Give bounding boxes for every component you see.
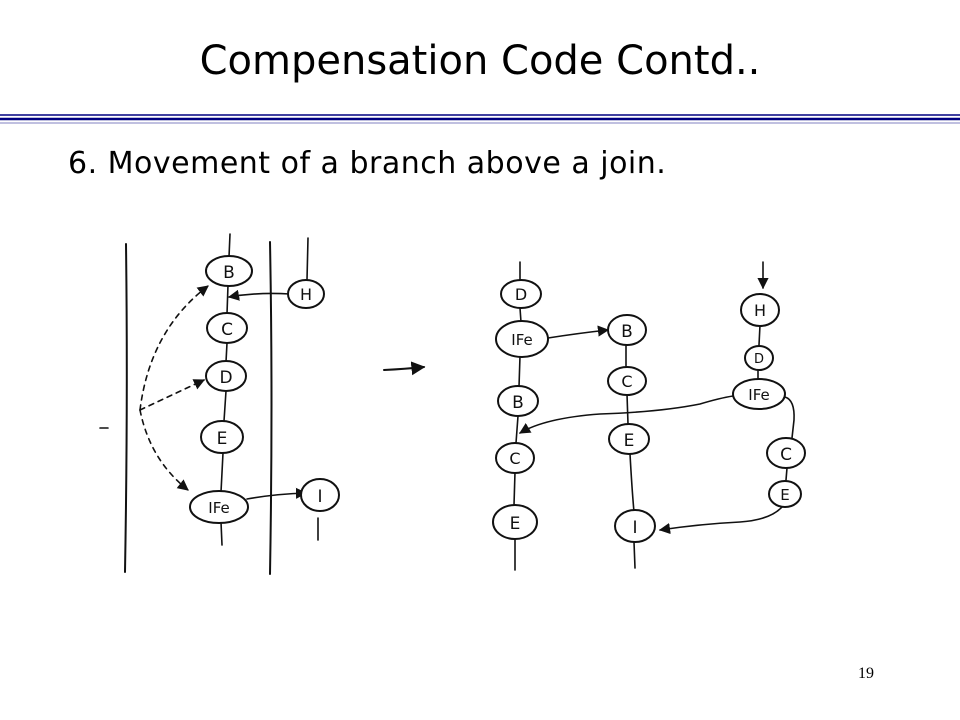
svg-text:E: E [780, 486, 789, 504]
middle-boundary-line [269, 241, 273, 575]
svg-text:C: C [621, 372, 632, 391]
edge-ife-i [246, 487, 308, 500]
node-b-copy: B [607, 314, 647, 346]
svg-text:B: B [223, 263, 235, 283]
node-c-2: C [766, 437, 806, 469]
node-ife-2: IFe [732, 378, 786, 410]
svg-text:H: H [300, 285, 312, 304]
node-ife: IFe [189, 490, 249, 524]
svg-text:I: I [632, 518, 637, 538]
svg-text:D: D [219, 368, 232, 388]
svg-text:H: H [754, 301, 766, 320]
edge-e2-i [658, 506, 783, 535]
node-d: D [205, 360, 247, 392]
edge-h-join [227, 289, 291, 301]
edge-ife2-join [519, 395, 734, 434]
node-h: H [287, 279, 325, 309]
left-boundary-line [124, 243, 128, 573]
node-i: I [614, 509, 656, 543]
node-b: B [205, 255, 253, 287]
page-number: 19 [858, 665, 874, 682]
node-e-copy: E [608, 423, 650, 455]
node-e-2: E [768, 480, 802, 508]
movement-arrow-to-b [139, 285, 209, 411]
edge-i-out [633, 541, 636, 569]
svg-text:C: C [509, 449, 520, 468]
edge-d-ife [519, 307, 522, 323]
right-diagram: D IFe B C E B C E [492, 261, 806, 571]
node-c: C [206, 312, 248, 344]
node-d-2: D [744, 345, 774, 371]
edge-h-d [758, 324, 761, 346]
edge-into-h [306, 237, 309, 281]
edge-ife2-c [784, 396, 795, 439]
left-diagram: B C D E IFe H I [99, 233, 340, 575]
node-ife: IFe [495, 320, 549, 358]
node-c-copy: C [607, 366, 647, 396]
edge-e-ife [220, 452, 224, 493]
movement-arrow-to-ife [139, 409, 189, 491]
edge-into-b [228, 233, 231, 258]
svg-text:E: E [217, 429, 228, 449]
bullet-text: 6. Movement of a branch above a join. [68, 146, 667, 181]
svg-text:B: B [621, 322, 633, 342]
node-h: H [740, 293, 780, 327]
svg-text:C: C [221, 320, 233, 340]
edge-b-c [515, 415, 519, 444]
svg-text:E: E [624, 431, 635, 451]
node-i: I [300, 478, 340, 512]
transform-arrow [383, 361, 426, 376]
node-c: C [495, 442, 535, 474]
node-d: D [500, 279, 542, 309]
title-underline [0, 114, 960, 124]
node-e: E [200, 420, 244, 454]
svg-text:I: I [317, 487, 322, 507]
svg-text:D: D [515, 285, 527, 304]
edge-d-e [223, 390, 227, 422]
svg-text:IFe: IFe [511, 331, 532, 349]
edge-ccopy-ecopy [626, 393, 629, 425]
edge-c-d [225, 342, 228, 363]
svg-text:IFe: IFe [748, 386, 769, 404]
edge-ife-out [220, 521, 223, 546]
node-b: B [497, 385, 539, 417]
movement-arrow-to-d [139, 379, 206, 411]
edge-c-e2 [785, 467, 788, 481]
svg-text:D: D [754, 352, 764, 367]
slide-title: Compensation Code Contd.. [199, 38, 761, 84]
svg-text:E: E [510, 514, 521, 534]
svg-text:B: B [512, 393, 524, 413]
svg-text:C: C [780, 445, 792, 465]
edge-c-e [513, 471, 516, 506]
edge-ife-b [518, 355, 521, 388]
edge-ife-bcopy [547, 325, 610, 339]
edge-b-c [226, 284, 229, 315]
svg-text:IFe: IFe [208, 499, 229, 517]
node-e: E [492, 504, 538, 540]
edge-ecopy-i [629, 453, 635, 513]
